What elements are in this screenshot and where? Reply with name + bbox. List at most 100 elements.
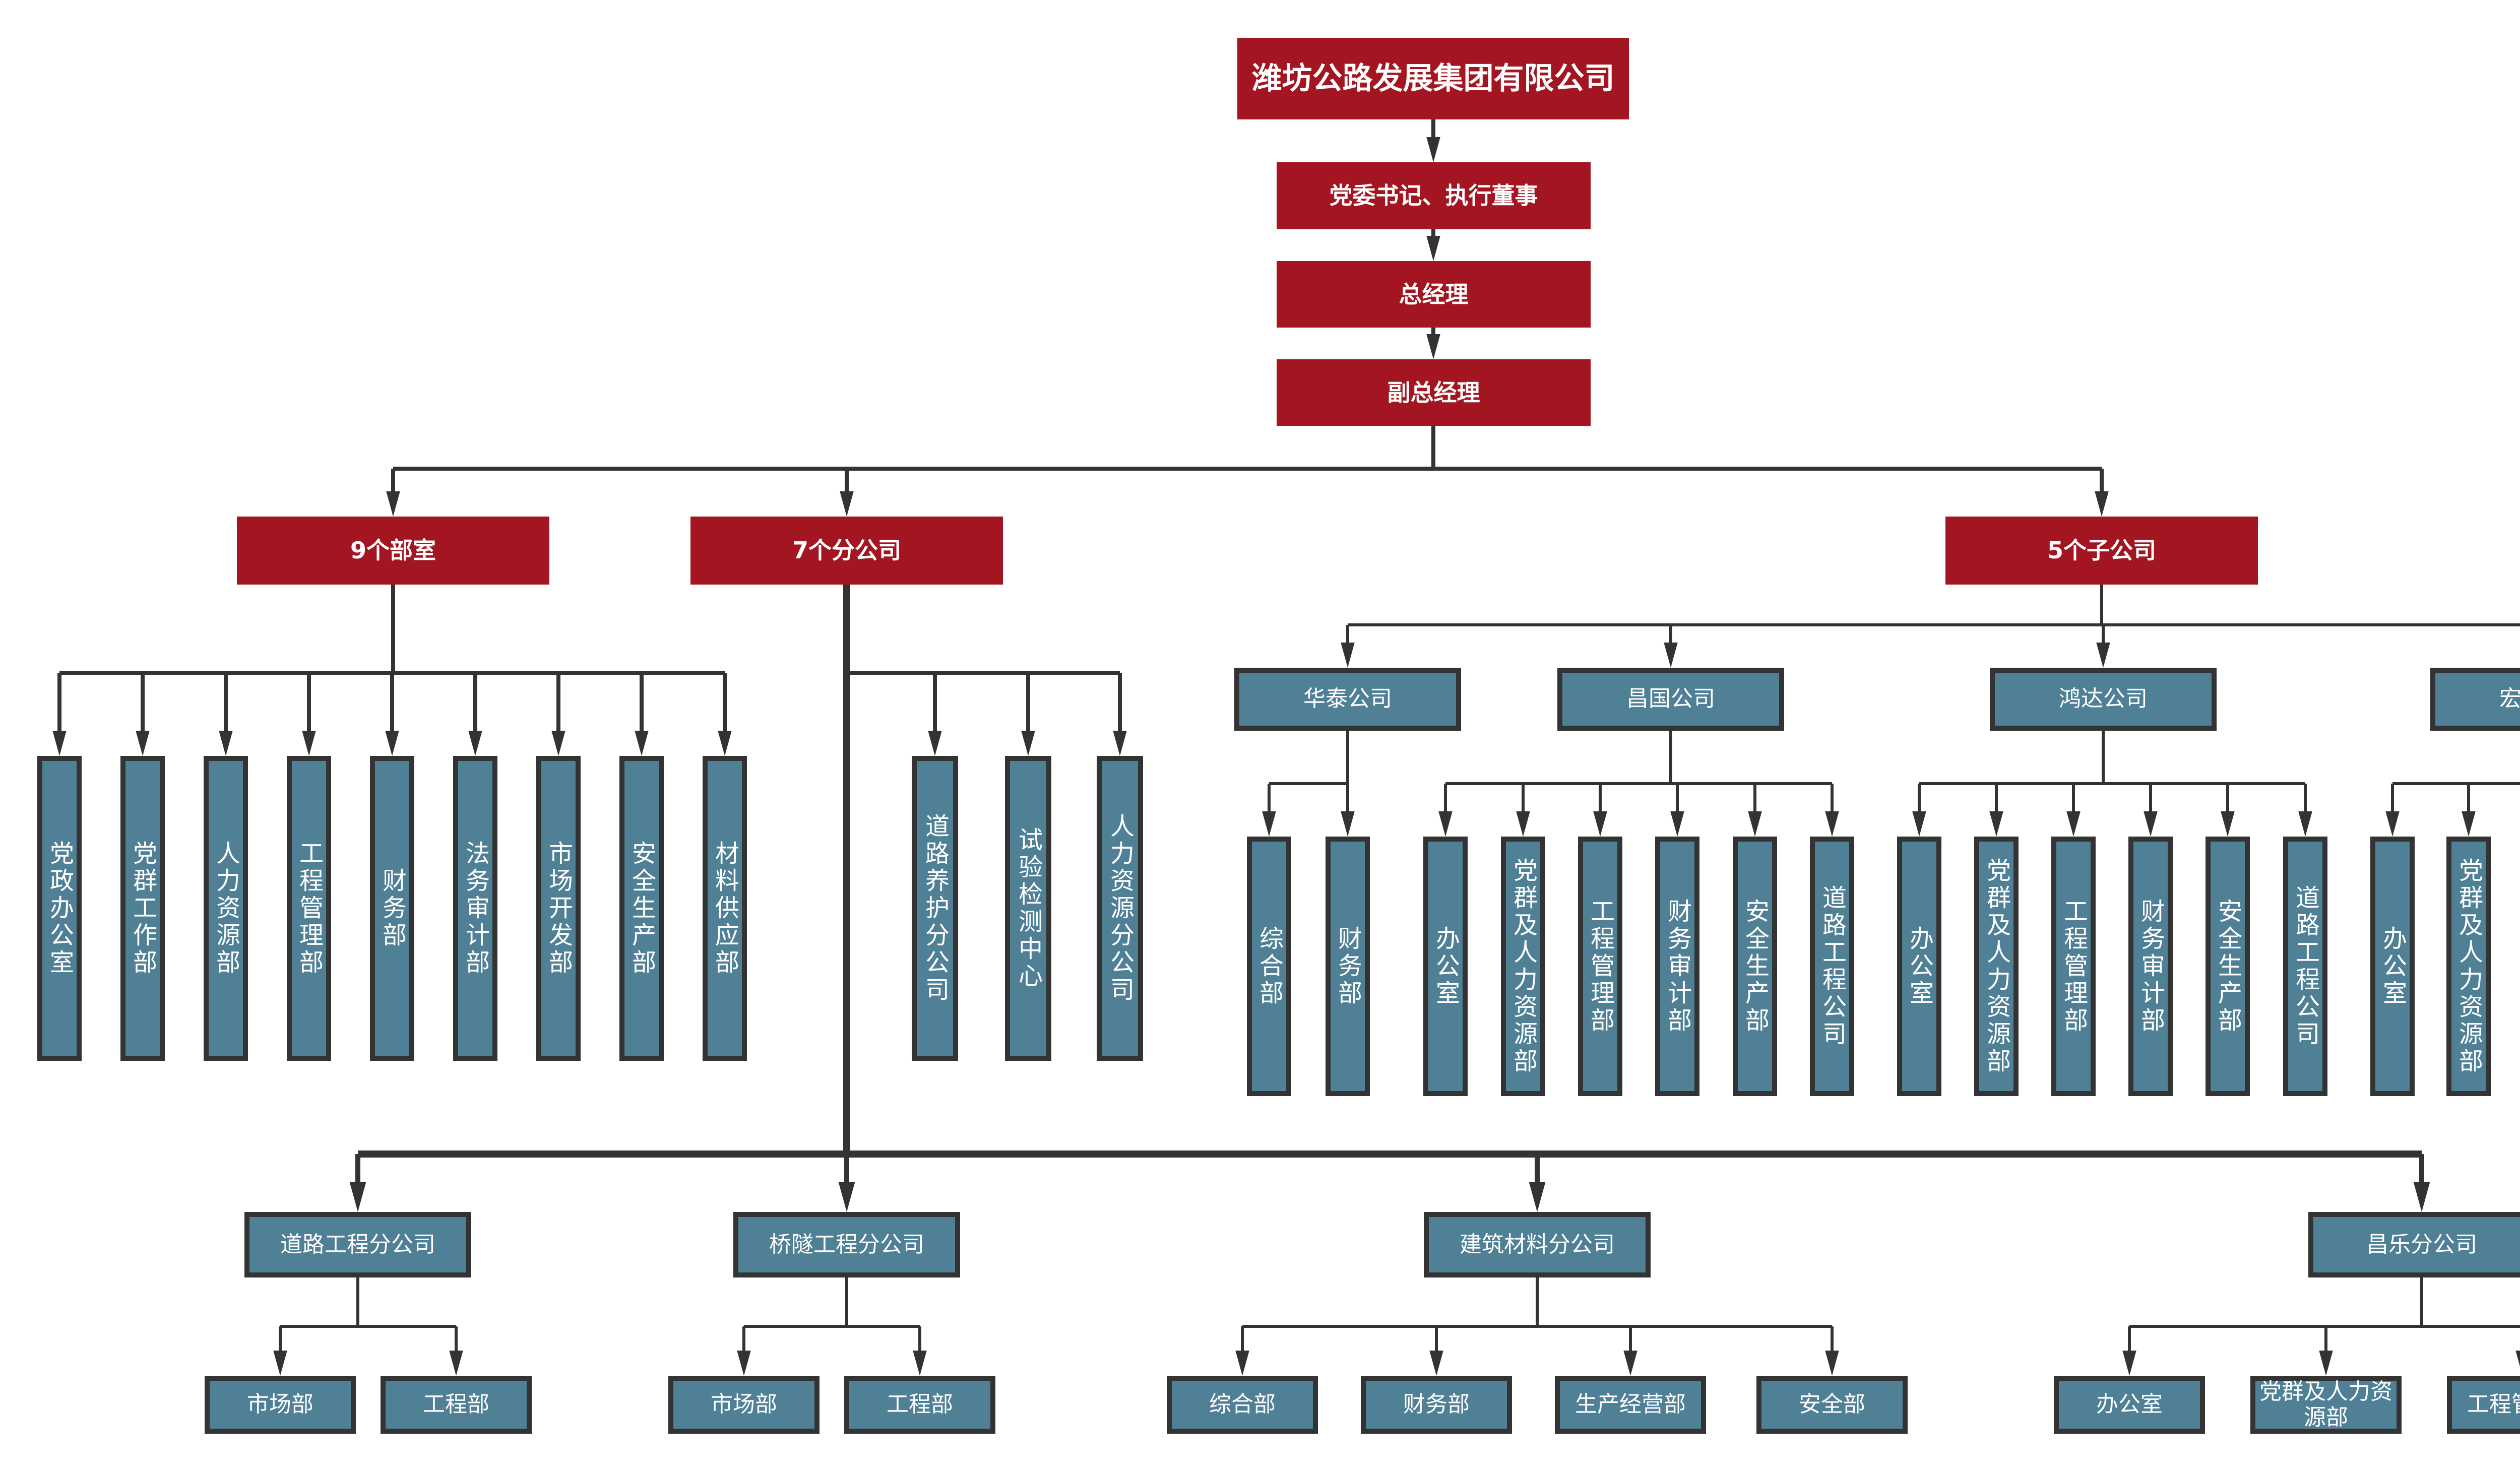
- major-branch-box[interactable]: 桥隧工程分公司: [733, 1212, 960, 1277]
- major-branch-box-label: 桥隧工程分公司: [769, 1231, 924, 1257]
- subsidiary-department-box[interactable]: 财务部: [1326, 837, 1370, 1096]
- arrow-head-icon: [1670, 811, 1684, 837]
- branch-unit-box[interactable]: 人力资源分公司: [1097, 756, 1143, 1061]
- general-manager-box[interactable]: 总经理: [1277, 261, 1591, 328]
- subsidiary-department-box[interactable]: 办公室: [1423, 837, 1468, 1096]
- branch-department-box[interactable]: 工程部: [844, 1376, 995, 1434]
- branch-department-box[interactable]: 工程部: [381, 1376, 532, 1434]
- subsidiary-department-box[interactable]: 办公室: [2370, 837, 2415, 1096]
- arrow-head-icon: [838, 1182, 855, 1212]
- branch-unit-box-label: 道路养护分公司: [921, 813, 949, 1004]
- subsidiary-department-box[interactable]: 安全生产部: [1733, 837, 1777, 1096]
- arrow-head-icon: [1426, 137, 1440, 162]
- deputy-general-manager-box[interactable]: 副总经理: [1277, 359, 1591, 426]
- arrow-head-icon: [840, 491, 854, 517]
- subsidiary-department-box-label: 党群及人力资源部: [2454, 857, 2483, 1075]
- subsidiary-department-box[interactable]: 安全生产部: [2206, 837, 2250, 1096]
- department-box[interactable]: 市场开发部: [536, 756, 581, 1061]
- party-secretary-box-label: 党委书记、执行董事: [1329, 182, 1538, 210]
- subsidiary-department-box[interactable]: 党群及人力资源部: [1974, 837, 2019, 1096]
- arrow-head-icon: [1664, 643, 1678, 668]
- branch-department-box[interactable]: 财务部: [1361, 1376, 1512, 1434]
- subsidiary-box[interactable]: 宏泰公司: [2430, 668, 2520, 731]
- department-box[interactable]: 财务部: [370, 756, 414, 1061]
- party-secretary-box[interactable]: 党委书记、执行董事: [1277, 162, 1591, 229]
- subsidiary-department-box-label: 党群及人力资源部: [1509, 857, 1537, 1075]
- arrow-head-icon: [1825, 1351, 1839, 1376]
- branch-department-box[interactable]: 安全部: [1756, 1376, 1908, 1434]
- subsidiary-department-box[interactable]: 道路工程公司: [2283, 837, 2327, 1096]
- department-box[interactable]: 工程管理部: [287, 756, 331, 1061]
- group-departments-box[interactable]: 9个部室: [237, 517, 549, 585]
- group-branches-box[interactable]: 7个分公司: [690, 517, 1003, 585]
- arrow-head-icon: [2462, 811, 2476, 837]
- arrow-head-icon: [1426, 334, 1440, 359]
- branch-department-box[interactable]: 党群及人力资源部: [2250, 1376, 2402, 1434]
- subsidiary-department-box[interactable]: 工程管理部: [2051, 837, 2096, 1096]
- branch-unit-box[interactable]: 道路养护分公司: [912, 756, 958, 1061]
- arrow-head-icon: [52, 731, 67, 756]
- branch-department-box[interactable]: 市场部: [205, 1376, 356, 1434]
- department-box[interactable]: 材料供应部: [703, 756, 747, 1061]
- subsidiary-box-label: 华泰公司: [1303, 686, 1392, 712]
- department-box-label: 财务部: [378, 867, 406, 949]
- subsidiary-box[interactable]: 华泰公司: [1234, 668, 1461, 731]
- arrow-head-icon: [1235, 1351, 1249, 1376]
- subsidiary-department-box[interactable]: 工程管理部: [1578, 837, 1622, 1096]
- subsidiary-department-box[interactable]: 综合部: [1247, 837, 1291, 1096]
- branch-department-box[interactable]: 工程管理部: [2447, 1376, 2520, 1434]
- group-subsidiaries-box-label: 5个子公司: [2047, 537, 2156, 564]
- subsidiary-box[interactable]: 昌国公司: [1557, 668, 1784, 731]
- subsidiary-box[interactable]: 鸿达公司: [1990, 668, 2217, 731]
- branch-department-box-label: 安全部: [1799, 1391, 1865, 1418]
- department-box-label: 法务审计部: [461, 840, 489, 977]
- arrow-head-icon: [2122, 1351, 2136, 1376]
- arrow-head-icon: [2413, 1182, 2430, 1212]
- subsidiary-department-box-label: 工程管理部: [1586, 898, 1614, 1035]
- arrow-head-icon: [136, 731, 150, 756]
- branch-department-box[interactable]: 市场部: [668, 1376, 820, 1434]
- branch-unit-box[interactable]: 试验检测中心: [1005, 756, 1051, 1061]
- branch-department-box[interactable]: 综合部: [1167, 1376, 1318, 1434]
- department-box[interactable]: 安全生产部: [619, 756, 664, 1061]
- department-box-label: 市场开发部: [544, 840, 573, 977]
- subsidiary-department-box[interactable]: 党群及人力资源部: [2446, 837, 2491, 1096]
- subsidiary-department-box[interactable]: 财务审计部: [1655, 837, 1699, 1096]
- subsidiary-box-label: 鸿达公司: [2059, 686, 2148, 712]
- major-branch-box[interactable]: 道路工程分公司: [244, 1212, 471, 1277]
- group-subsidiaries-box[interactable]: 5个子公司: [1945, 517, 2258, 585]
- arrow-head-icon: [1529, 1182, 1546, 1212]
- subsidiary-department-box-label: 办公室: [1905, 925, 1933, 1007]
- branch-department-box-label: 市场部: [711, 1391, 777, 1418]
- branch-department-box[interactable]: 办公室: [2054, 1376, 2205, 1434]
- department-box[interactable]: 人力资源部: [204, 756, 248, 1061]
- branch-department-box-label: 生产经营部: [1575, 1391, 1686, 1418]
- department-box[interactable]: 党政办公室: [37, 756, 82, 1061]
- arrow-head-icon: [2298, 811, 2312, 837]
- subsidiary-department-box[interactable]: 财务审计部: [2128, 837, 2173, 1096]
- arrow-head-icon: [1429, 1351, 1443, 1376]
- subsidiary-box-label: 昌国公司: [1626, 686, 1715, 712]
- subsidiary-department-box[interactable]: 党群及人力资源部: [1501, 837, 1545, 1096]
- subsidiary-department-box[interactable]: 道路工程公司: [1810, 837, 1854, 1096]
- major-branch-box[interactable]: 建筑材料分公司: [1424, 1212, 1651, 1277]
- branch-department-box[interactable]: 生产经营部: [1555, 1376, 1706, 1434]
- general-manager-box-label: 总经理: [1399, 280, 1469, 308]
- branch-department-box-label: 财务部: [1403, 1391, 1470, 1418]
- department-box[interactable]: 法务审计部: [453, 756, 497, 1061]
- arrow-head-icon: [635, 731, 649, 756]
- arrow-head-icon: [2385, 811, 2400, 837]
- subsidiary-department-box[interactable]: 办公室: [1897, 837, 1941, 1096]
- arrow-head-icon: [1989, 811, 2003, 837]
- arrow-head-icon: [1593, 811, 1607, 837]
- subsidiary-department-box-label: 道路工程公司: [2291, 884, 2319, 1048]
- department-box[interactable]: 党群工作部: [120, 756, 165, 1061]
- root-company-box[interactable]: 潍坊公路发展集团有限公司: [1237, 38, 1629, 119]
- arrow-head-icon: [1341, 811, 1355, 837]
- root-company-box-label: 潍坊公路发展集团有限公司: [1251, 60, 1615, 96]
- arrow-head-icon: [1623, 1351, 1637, 1376]
- deputy-general-manager-box-label: 副总经理: [1387, 378, 1480, 406]
- arrow-head-icon: [1516, 811, 1530, 837]
- group-branches-box-label: 7个分公司: [792, 537, 901, 564]
- major-branch-box[interactable]: 昌乐分公司: [2308, 1212, 2520, 1277]
